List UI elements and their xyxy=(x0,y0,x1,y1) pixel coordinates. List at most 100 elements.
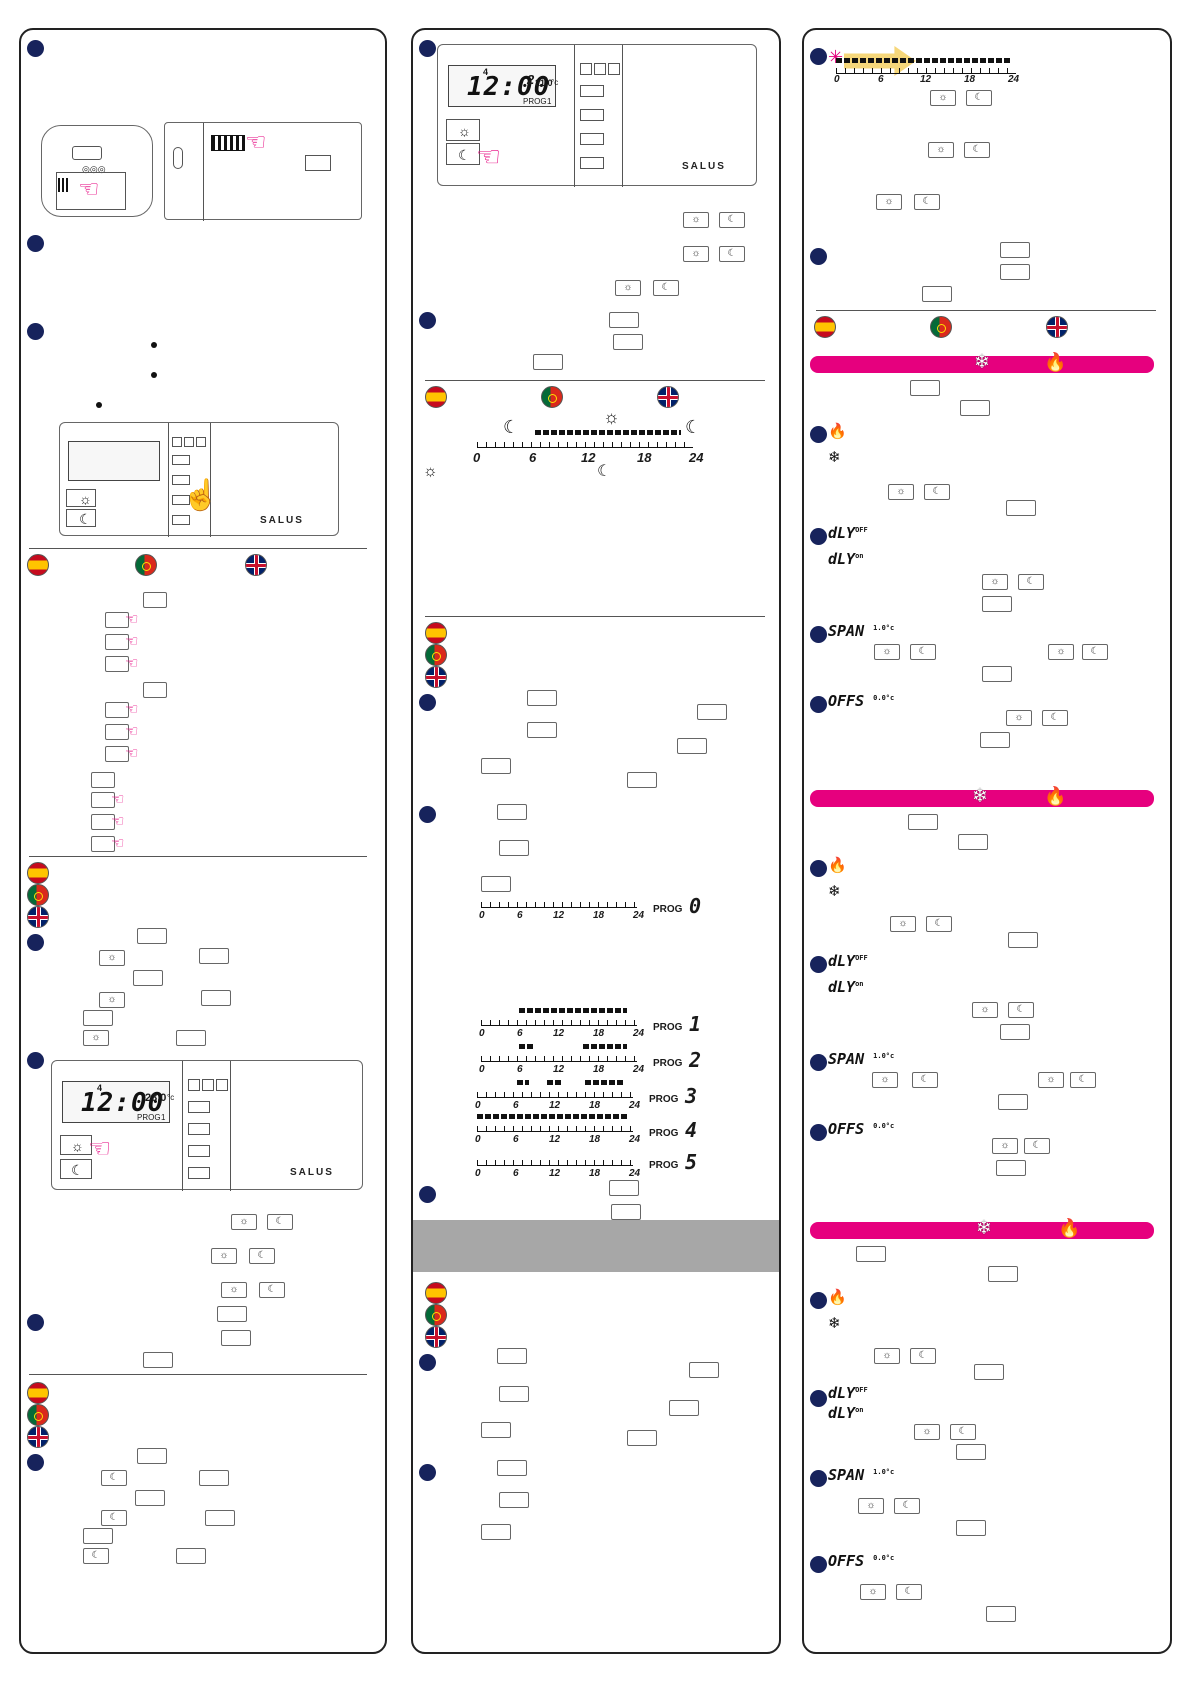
sun-key[interactable]: ☼ xyxy=(982,574,1008,590)
key-button[interactable] xyxy=(143,592,167,608)
sun-key[interactable]: ☼ xyxy=(876,194,902,210)
key-button[interactable] xyxy=(922,286,952,302)
key-button[interactable] xyxy=(105,656,129,672)
moon-button[interactable]: ☾ xyxy=(60,1159,92,1179)
moon-key[interactable]: ☾ xyxy=(83,1548,109,1564)
key-button[interactable] xyxy=(137,928,167,944)
sun-key[interactable]: ☼ xyxy=(874,1348,900,1364)
moon-button[interactable]: ☾ xyxy=(446,143,480,165)
sun-button[interactable]: ☼ xyxy=(66,489,96,507)
key-button[interactable] xyxy=(908,814,938,830)
key-button[interactable] xyxy=(176,1030,206,1046)
key-button[interactable] xyxy=(105,634,129,650)
key-button[interactable] xyxy=(533,354,563,370)
moon-button[interactable]: ☾ xyxy=(66,509,96,527)
sun-key[interactable]: ☼ xyxy=(99,992,125,1008)
key-button[interactable] xyxy=(497,1348,527,1364)
moon-key[interactable]: ☾ xyxy=(910,1348,936,1364)
key-button[interactable] xyxy=(105,746,129,762)
moon-key[interactable]: ☾ xyxy=(101,1470,127,1486)
key-button[interactable] xyxy=(613,334,643,350)
key-button[interactable] xyxy=(137,1448,167,1464)
key-button[interactable] xyxy=(1006,500,1036,516)
sun-key[interactable]: ☼ xyxy=(972,1002,998,1018)
moon-key[interactable]: ☾ xyxy=(101,1510,127,1526)
key-button[interactable] xyxy=(135,1490,165,1506)
moon-key[interactable]: ☾ xyxy=(1070,1072,1096,1088)
key-button[interactable] xyxy=(105,702,129,718)
key-button[interactable] xyxy=(91,836,115,852)
key-button[interactable] xyxy=(677,738,707,754)
key-button[interactable] xyxy=(1000,1024,1030,1040)
sun-key[interactable]: ☼ xyxy=(1048,644,1074,660)
key-button[interactable] xyxy=(689,1362,719,1378)
key-button[interactable] xyxy=(201,990,231,1006)
sun-key[interactable]: ☼ xyxy=(872,1072,898,1088)
moon-key[interactable]: ☾ xyxy=(914,194,940,210)
key-button[interactable] xyxy=(988,1266,1018,1282)
key-button[interactable] xyxy=(669,1400,699,1416)
moon-key[interactable]: ☾ xyxy=(924,484,950,500)
key-button[interactable] xyxy=(91,792,115,808)
moon-key[interactable]: ☾ xyxy=(249,1248,275,1264)
key-button[interactable] xyxy=(497,804,527,820)
sun-key[interactable]: ☼ xyxy=(615,280,641,296)
moon-key[interactable]: ☾ xyxy=(719,246,745,262)
key-button[interactable] xyxy=(609,312,639,328)
key-button[interactable] xyxy=(499,1492,529,1508)
sun-key[interactable]: ☼ xyxy=(992,1138,1018,1154)
moon-key[interactable]: ☾ xyxy=(267,1214,293,1230)
sun-key[interactable]: ☼ xyxy=(683,212,709,228)
sun-key[interactable]: ☼ xyxy=(683,246,709,262)
key-button[interactable] xyxy=(856,1246,886,1262)
key-button[interactable] xyxy=(83,1010,113,1026)
moon-key[interactable]: ☾ xyxy=(964,142,990,158)
key-button[interactable] xyxy=(956,1520,986,1536)
sun-key[interactable]: ☼ xyxy=(1006,710,1032,726)
moon-key[interactable]: ☾ xyxy=(950,1424,976,1440)
moon-key[interactable]: ☾ xyxy=(910,644,936,660)
key-button[interactable] xyxy=(974,1364,1004,1380)
sun-key[interactable]: ☼ xyxy=(858,1498,884,1514)
moon-key[interactable]: ☾ xyxy=(1042,710,1068,726)
moon-key[interactable]: ☾ xyxy=(1018,574,1044,590)
sun-key[interactable]: ☼ xyxy=(99,950,125,966)
key-button[interactable] xyxy=(1000,264,1030,280)
key-button[interactable] xyxy=(105,724,129,740)
sun-key[interactable]: ☼ xyxy=(890,916,916,932)
sun-button[interactable]: ☼ xyxy=(446,119,480,141)
key-button[interactable] xyxy=(481,758,511,774)
sun-key[interactable]: ☼ xyxy=(874,644,900,660)
key-button[interactable] xyxy=(481,1422,511,1438)
moon-key[interactable]: ☾ xyxy=(259,1282,285,1298)
moon-key[interactable]: ☾ xyxy=(1024,1138,1050,1154)
key-button[interactable] xyxy=(996,1160,1026,1176)
moon-key[interactable]: ☾ xyxy=(1008,1002,1034,1018)
key-button[interactable] xyxy=(982,666,1012,682)
moon-key[interactable]: ☾ xyxy=(894,1498,920,1514)
key-button[interactable] xyxy=(143,1352,173,1368)
key-button[interactable] xyxy=(982,596,1012,612)
key-button[interactable] xyxy=(1008,932,1038,948)
key-button[interactable] xyxy=(221,1330,251,1346)
key-button[interactable] xyxy=(627,772,657,788)
key-button[interactable] xyxy=(481,876,511,892)
sun-key[interactable]: ☼ xyxy=(83,1030,109,1046)
key-button[interactable] xyxy=(499,1386,529,1402)
key-button[interactable] xyxy=(527,722,557,738)
key-button[interactable] xyxy=(980,732,1010,748)
key-button[interactable] xyxy=(205,1510,235,1526)
sun-key[interactable]: ☼ xyxy=(914,1424,940,1440)
key-button[interactable] xyxy=(910,380,940,396)
key-button[interactable] xyxy=(199,1470,229,1486)
key-button[interactable] xyxy=(199,948,229,964)
moon-key[interactable]: ☾ xyxy=(719,212,745,228)
key-button[interactable] xyxy=(986,1606,1016,1622)
key-button[interactable] xyxy=(176,1548,206,1564)
key-button[interactable] xyxy=(499,840,529,856)
sun-key[interactable]: ☼ xyxy=(211,1248,237,1264)
key-button[interactable] xyxy=(83,1528,113,1544)
sun-key[interactable]: ☼ xyxy=(930,90,956,106)
key-button[interactable] xyxy=(217,1306,247,1322)
sun-key[interactable]: ☼ xyxy=(860,1584,886,1600)
